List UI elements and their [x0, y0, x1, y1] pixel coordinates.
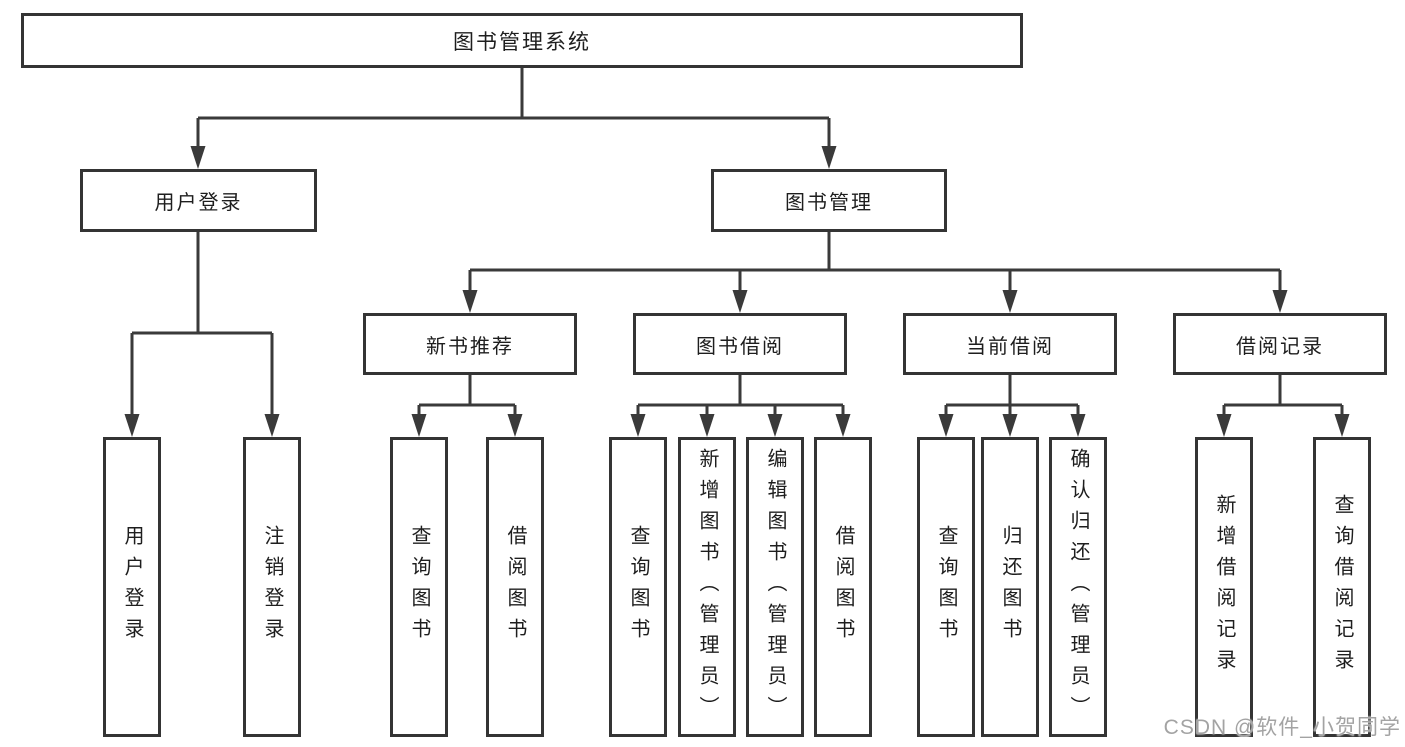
- node-library-management-system: 图书管理系统: [21, 13, 1023, 68]
- leaf-query-borrow-record: 查询借阅记录: [1313, 437, 1371, 737]
- node-label: 用户登录: [154, 192, 243, 214]
- node-label: 确认归还（管理员）: [1067, 447, 1089, 727]
- node-label: 新增图书（管理员）: [696, 447, 718, 727]
- node-label: 借阅图书: [832, 525, 854, 649]
- leaf-query-books-current: 查询图书: [917, 437, 975, 737]
- node-label: 图书借阅: [696, 335, 784, 358]
- node-label: 查询图书: [935, 525, 957, 649]
- node-label: 查询借阅记录: [1331, 494, 1353, 680]
- leaf-borrow-books-borrowing: 借阅图书: [814, 437, 872, 737]
- leaf-return-books: 归还图书: [981, 437, 1039, 737]
- node-new-book-recommend: 新书推荐: [363, 313, 577, 375]
- node-label: 查询图书: [408, 525, 430, 649]
- leaf-query-books-recommend: 查询图书: [390, 437, 448, 737]
- node-label: 归还图书: [999, 525, 1021, 649]
- node-book-borrowing: 图书借阅: [633, 313, 847, 375]
- csdn-watermark: CSDN @软件_小贺同学: [1163, 716, 1401, 739]
- leaf-user-login: 用户登录: [103, 437, 161, 737]
- node-label: 图书管理: [785, 192, 873, 214]
- leaf-edit-books-admin: 编辑图书（管理员）: [746, 437, 804, 737]
- node-user-login: 用户登录: [80, 169, 317, 232]
- node-label: 借阅记录: [1236, 335, 1324, 358]
- node-label: 图书管理系统: [453, 30, 591, 54]
- node-label: 用户登录: [121, 525, 143, 649]
- leaf-logout: 注销登录: [243, 437, 301, 737]
- node-label: 新书推荐: [426, 335, 514, 358]
- node-label: 借阅图书: [504, 525, 526, 649]
- leaf-add-borrow-record: 新增借阅记录: [1195, 437, 1253, 737]
- node-current-borrowing: 当前借阅: [903, 313, 1117, 375]
- leaf-add-books-admin: 新增图书（管理员）: [678, 437, 736, 737]
- node-label: 查询图书: [627, 525, 649, 649]
- node-label: 注销登录: [261, 525, 283, 649]
- node-label: 当前借阅: [966, 335, 1054, 358]
- leaf-query-books-borrowing: 查询图书: [609, 437, 667, 737]
- node-book-management: 图书管理: [711, 169, 947, 232]
- node-label: 新增借阅记录: [1213, 494, 1235, 680]
- node-borrowing-records: 借阅记录: [1173, 313, 1387, 375]
- leaf-confirm-return-admin: 确认归还（管理员）: [1049, 437, 1107, 737]
- node-label: 编辑图书（管理员）: [764, 447, 786, 727]
- leaf-borrow-books-recommend: 借阅图书: [486, 437, 544, 737]
